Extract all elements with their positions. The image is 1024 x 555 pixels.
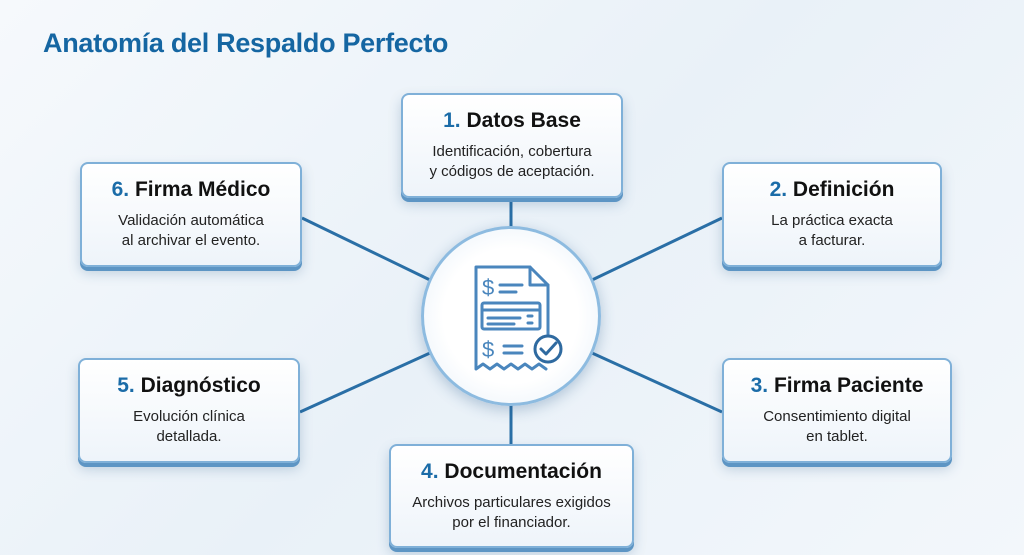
step-desc-line2: en tablet. xyxy=(806,428,868,445)
step-number: 3. xyxy=(750,374,769,397)
step-desc-line2: y códigos de aceptación. xyxy=(429,163,595,180)
step-title: Datos Base xyxy=(466,109,581,132)
step-desc-line1: Identificación, cobertura xyxy=(432,143,592,160)
connector-2 xyxy=(591,216,723,282)
step-desc-line2: detallada. xyxy=(156,428,222,445)
step-3-card: 3. Firma Paciente Consentimiento digital… xyxy=(722,358,952,463)
step-desc-line1: Validación automática xyxy=(118,212,264,229)
step-desc-line2: por el financiador. xyxy=(452,514,571,531)
step-desc-line2: a facturar. xyxy=(798,232,866,249)
step-4-card: 4. Documentación Archivos particulares e… xyxy=(389,444,634,548)
connector-5 xyxy=(299,351,431,414)
step-title: Diagnóstico xyxy=(140,374,261,397)
step-number: 6. xyxy=(111,178,130,201)
step-desc-line1: Archivos particulares exigidos xyxy=(412,494,611,511)
step-number: 5. xyxy=(117,374,135,397)
step-title: Definición xyxy=(792,178,895,201)
step-number: 2. xyxy=(769,178,788,201)
step-title: Documentación xyxy=(444,460,602,483)
svg-text:$: $ xyxy=(482,275,494,300)
step-number: 4. xyxy=(421,460,439,483)
connector-6 xyxy=(301,216,431,282)
step-title: Firma Paciente xyxy=(773,374,924,397)
page-title: Anatomía del Respaldo Perfecto xyxy=(43,28,449,58)
step-5-card: 5. Diagnóstico Evolución clínica detallad… xyxy=(78,358,300,463)
step-number: 1. xyxy=(443,109,461,132)
step-2-card: 2. Definición La práctica exacta a factur… xyxy=(722,162,942,267)
invoice-check-icon: $ $ xyxy=(474,265,563,371)
step-desc-line1: Evolución clínica xyxy=(133,408,245,425)
svg-text:$: $ xyxy=(482,337,494,362)
center-hub: $ $ xyxy=(421,226,601,406)
step-title: Firma Médico xyxy=(134,178,271,201)
step-desc-line2: al archivar el evento. xyxy=(121,232,261,249)
step-desc-line1: Consentimiento digital xyxy=(763,408,911,425)
step-desc-line1: La práctica exacta xyxy=(771,212,893,229)
step-1-card: 1. Datos Base Identificación, cobertura y… xyxy=(401,93,623,198)
connector-3 xyxy=(591,351,723,414)
step-6-card: 6. Firma Médico Validación automática al … xyxy=(80,162,302,267)
